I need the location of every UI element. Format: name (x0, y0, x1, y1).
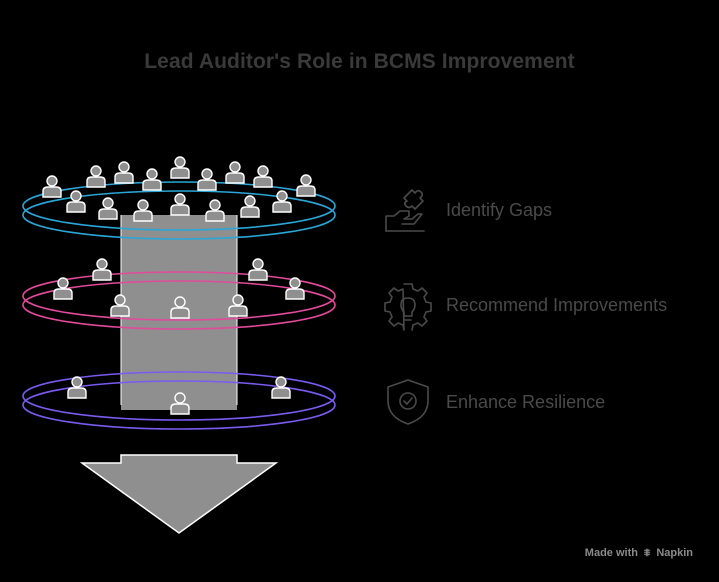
person-icon (296, 174, 316, 197)
down-arrow (79, 454, 279, 534)
person-icon (92, 258, 112, 281)
step-label-identify-gaps: Identify Gaps (446, 200, 553, 220)
person-icon (272, 190, 292, 213)
ring-recommend-improvements (22, 271, 336, 330)
step-label-enhance-resilience: Enhance Resilience (446, 392, 606, 412)
footer-attribution: Made with ⩨ Napkin (585, 547, 693, 560)
person-icon (253, 165, 273, 188)
person-icon (170, 193, 190, 216)
person-icon (225, 161, 245, 184)
person-icon (98, 197, 118, 220)
footer-made-with: Made with (584, 547, 638, 559)
ring-identify-gaps (22, 181, 336, 240)
page-title: Lead Auditor's Role in BCMS Improvement (144, 50, 575, 73)
step-label-recommend-improvements: Recommend Improvements (446, 295, 668, 315)
person-icon (66, 190, 86, 213)
footer-brand: Napkin (656, 547, 693, 559)
person-icon (142, 168, 162, 191)
person-icon (133, 199, 153, 222)
puzzle-hand-icon (385, 189, 425, 232)
person-icon (248, 258, 268, 281)
person-icon (240, 195, 260, 218)
gear-lightbulb-icon (384, 283, 432, 331)
person-icon (114, 161, 134, 184)
person-icon (42, 175, 62, 198)
person-icon (170, 156, 190, 179)
person-icon (86, 165, 106, 188)
person-icon (205, 199, 225, 222)
people-ring-1 (42, 156, 316, 222)
shield-check-icon (387, 379, 429, 425)
ring-enhance-resilience (22, 371, 336, 430)
napkin-logo-icon: ⩨ (644, 547, 651, 559)
person-icon (197, 168, 217, 191)
